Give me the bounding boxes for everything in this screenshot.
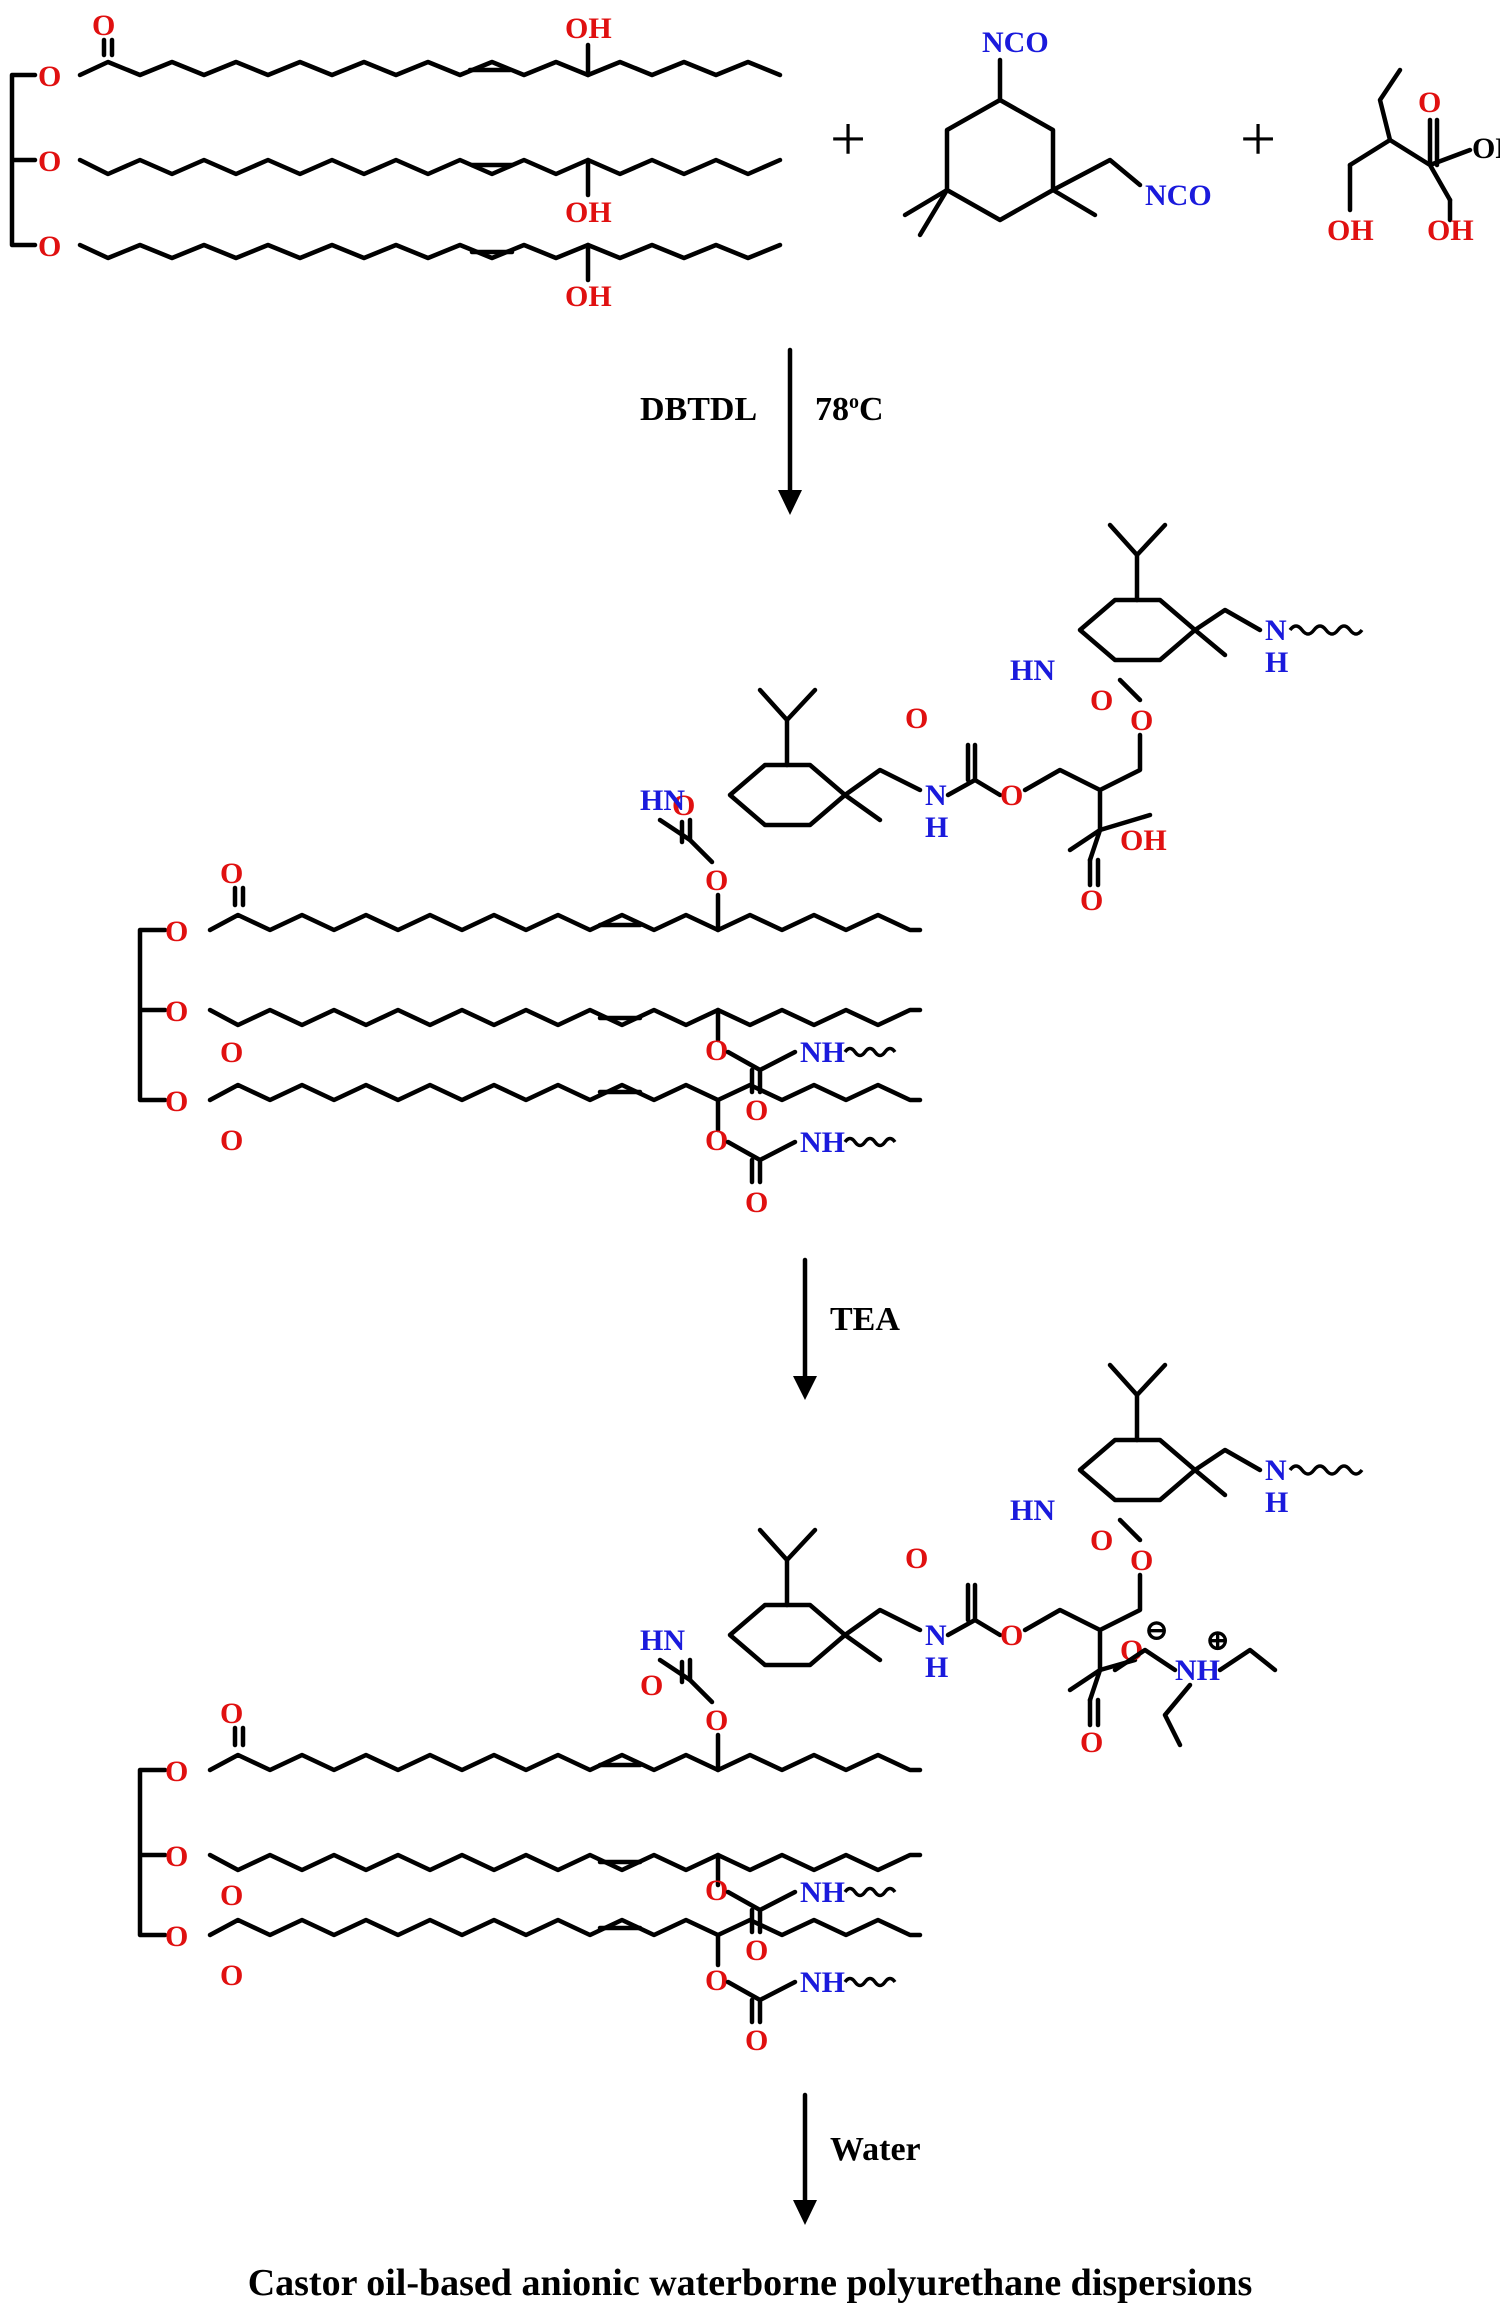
temperature-label: 78oC [815, 391, 884, 428]
np-carboxylate-co: O [1080, 1726, 1103, 1759]
np-carboxylate-o: O [1120, 1634, 1143, 1667]
np-urethane-co-2: O [745, 1934, 768, 1967]
np-hn-2: HN [1010, 1494, 1055, 1527]
np-ester-o-2: O [165, 1840, 188, 1873]
np-h-2: H [1265, 1486, 1288, 1519]
pp-carbamate-o-a: O [905, 702, 928, 735]
plus-charge: ⊕ [1205, 1624, 1230, 1657]
pp-ester-o-2: O [165, 995, 188, 1028]
ester-o-1: O [38, 60, 61, 93]
pp-hn-2: HN [1010, 654, 1055, 687]
np-ester-o-1: O [165, 1755, 188, 1788]
pp-carbonyl-o-1: O [220, 857, 243, 890]
pp-hn-1: HN [640, 784, 685, 817]
hydroxyl-1: OH [565, 12, 612, 45]
pp-ester-o-3: O [165, 1085, 188, 1118]
np-nh-2: NH [800, 1876, 845, 1909]
neutralized-prepolymer-structure: O O O O O O O O HN N H O O O O ⊖ O O HN … [137, 1362, 1364, 2057]
dmba-structure: O OH OH OH [1327, 67, 1500, 247]
pp-urethane-co-3: O [745, 1186, 768, 1219]
np-urethane-co-1: O [640, 1669, 663, 1702]
np-carbonyl-o-2: O [220, 1879, 243, 1912]
pp-h-1: H [925, 811, 948, 844]
pp-carbamate-co-c: O [1090, 684, 1113, 717]
step2-arrow: TEA [793, 1257, 900, 1400]
dispersion-medium-label: Water [830, 2131, 921, 2168]
np-n-1: N [925, 1619, 947, 1652]
pp-urethane-o-3: O [705, 1124, 728, 1157]
pp-carbonyl-o-3: O [220, 1124, 243, 1157]
pp-acid-oh: OH [1120, 824, 1167, 857]
ester-o-3: O [38, 230, 61, 263]
np-carbamate-o-c: O [1130, 1544, 1153, 1577]
dmba-hydroxyl-2: OH [1427, 214, 1474, 247]
np-urethane-o-2: O [705, 1874, 728, 1907]
pp-nh-2: NH [800, 1036, 845, 1069]
ester-o-2: O [38, 145, 61, 178]
pp-h-2: H [1265, 646, 1288, 679]
product-title: Castor oil-based anionic waterborne poly… [248, 2262, 1253, 2304]
hydroxyl-3: OH [565, 280, 612, 313]
pp-carbonyl-o-2: O [220, 1036, 243, 1069]
plus-sign-2: + [1240, 103, 1276, 174]
np-carbonyl-o-1: O [220, 1697, 243, 1730]
step3-arrow: Water [793, 2092, 921, 2225]
np-nh-3: NH [800, 1966, 845, 1999]
pp-n-2: N [1265, 614, 1287, 647]
pp-n-1: N [925, 779, 947, 812]
np-hn-1: HN [640, 1624, 685, 1657]
carbonyl-o-1: O [92, 9, 115, 42]
pp-urethane-o-1: O [705, 864, 728, 897]
carbonyl-o: O [1418, 86, 1441, 119]
hydroxyl-2: OH [565, 196, 612, 229]
neutralizer-label: TEA [830, 1301, 900, 1338]
nco-group-2: NCO [1145, 179, 1212, 212]
catalyst-label: DBTDL [640, 391, 757, 428]
np-h-1: H [925, 1651, 948, 1684]
minus-charge: ⊖ [1144, 1614, 1169, 1647]
pp-urethane-o-2: O [705, 1034, 728, 1067]
ammonium-nh: NH [1175, 1654, 1220, 1687]
np-n-2: N [1265, 1454, 1287, 1487]
pp-urethane-co-2: O [745, 1094, 768, 1127]
pp-carbamate-o-c: O [1130, 704, 1153, 737]
np-urethane-o-1: O [705, 1704, 728, 1737]
pp-acid-co: O [1080, 884, 1103, 917]
castor-oil-structure: O O O O OH OH OH [9, 9, 783, 313]
dmba-hydroxyl-1: OH [1327, 214, 1374, 247]
pp-nh-3: NH [800, 1126, 845, 1159]
ipdi-structure: NCO NCO [902, 26, 1212, 238]
step1-arrow: DBTDL 78oC [640, 347, 884, 515]
np-carbamate-o-a: O [905, 1542, 928, 1575]
np-carbonyl-o-3: O [220, 1959, 243, 1992]
nco-group-1: NCO [982, 26, 1049, 59]
prepolymer-structure: O O O O O O O O HN N H O O O OH O O HN [137, 522, 1364, 1219]
np-urethane-o-3: O [705, 1964, 728, 1997]
pp-urethane-co-1: O [672, 789, 695, 822]
plus-sign-1: + [830, 103, 866, 174]
np-urethane-co-3: O [745, 2024, 768, 2057]
pp-ester-o-1: O [165, 915, 188, 948]
pp-carbamate-o-b: O [1000, 779, 1023, 812]
np-carbamate-o-b: O [1000, 1619, 1023, 1652]
np-carbamate-co-c: O [1090, 1524, 1113, 1557]
np-ester-o-3: O [165, 1920, 188, 1953]
carboxyl-oh: OH [1472, 132, 1500, 165]
